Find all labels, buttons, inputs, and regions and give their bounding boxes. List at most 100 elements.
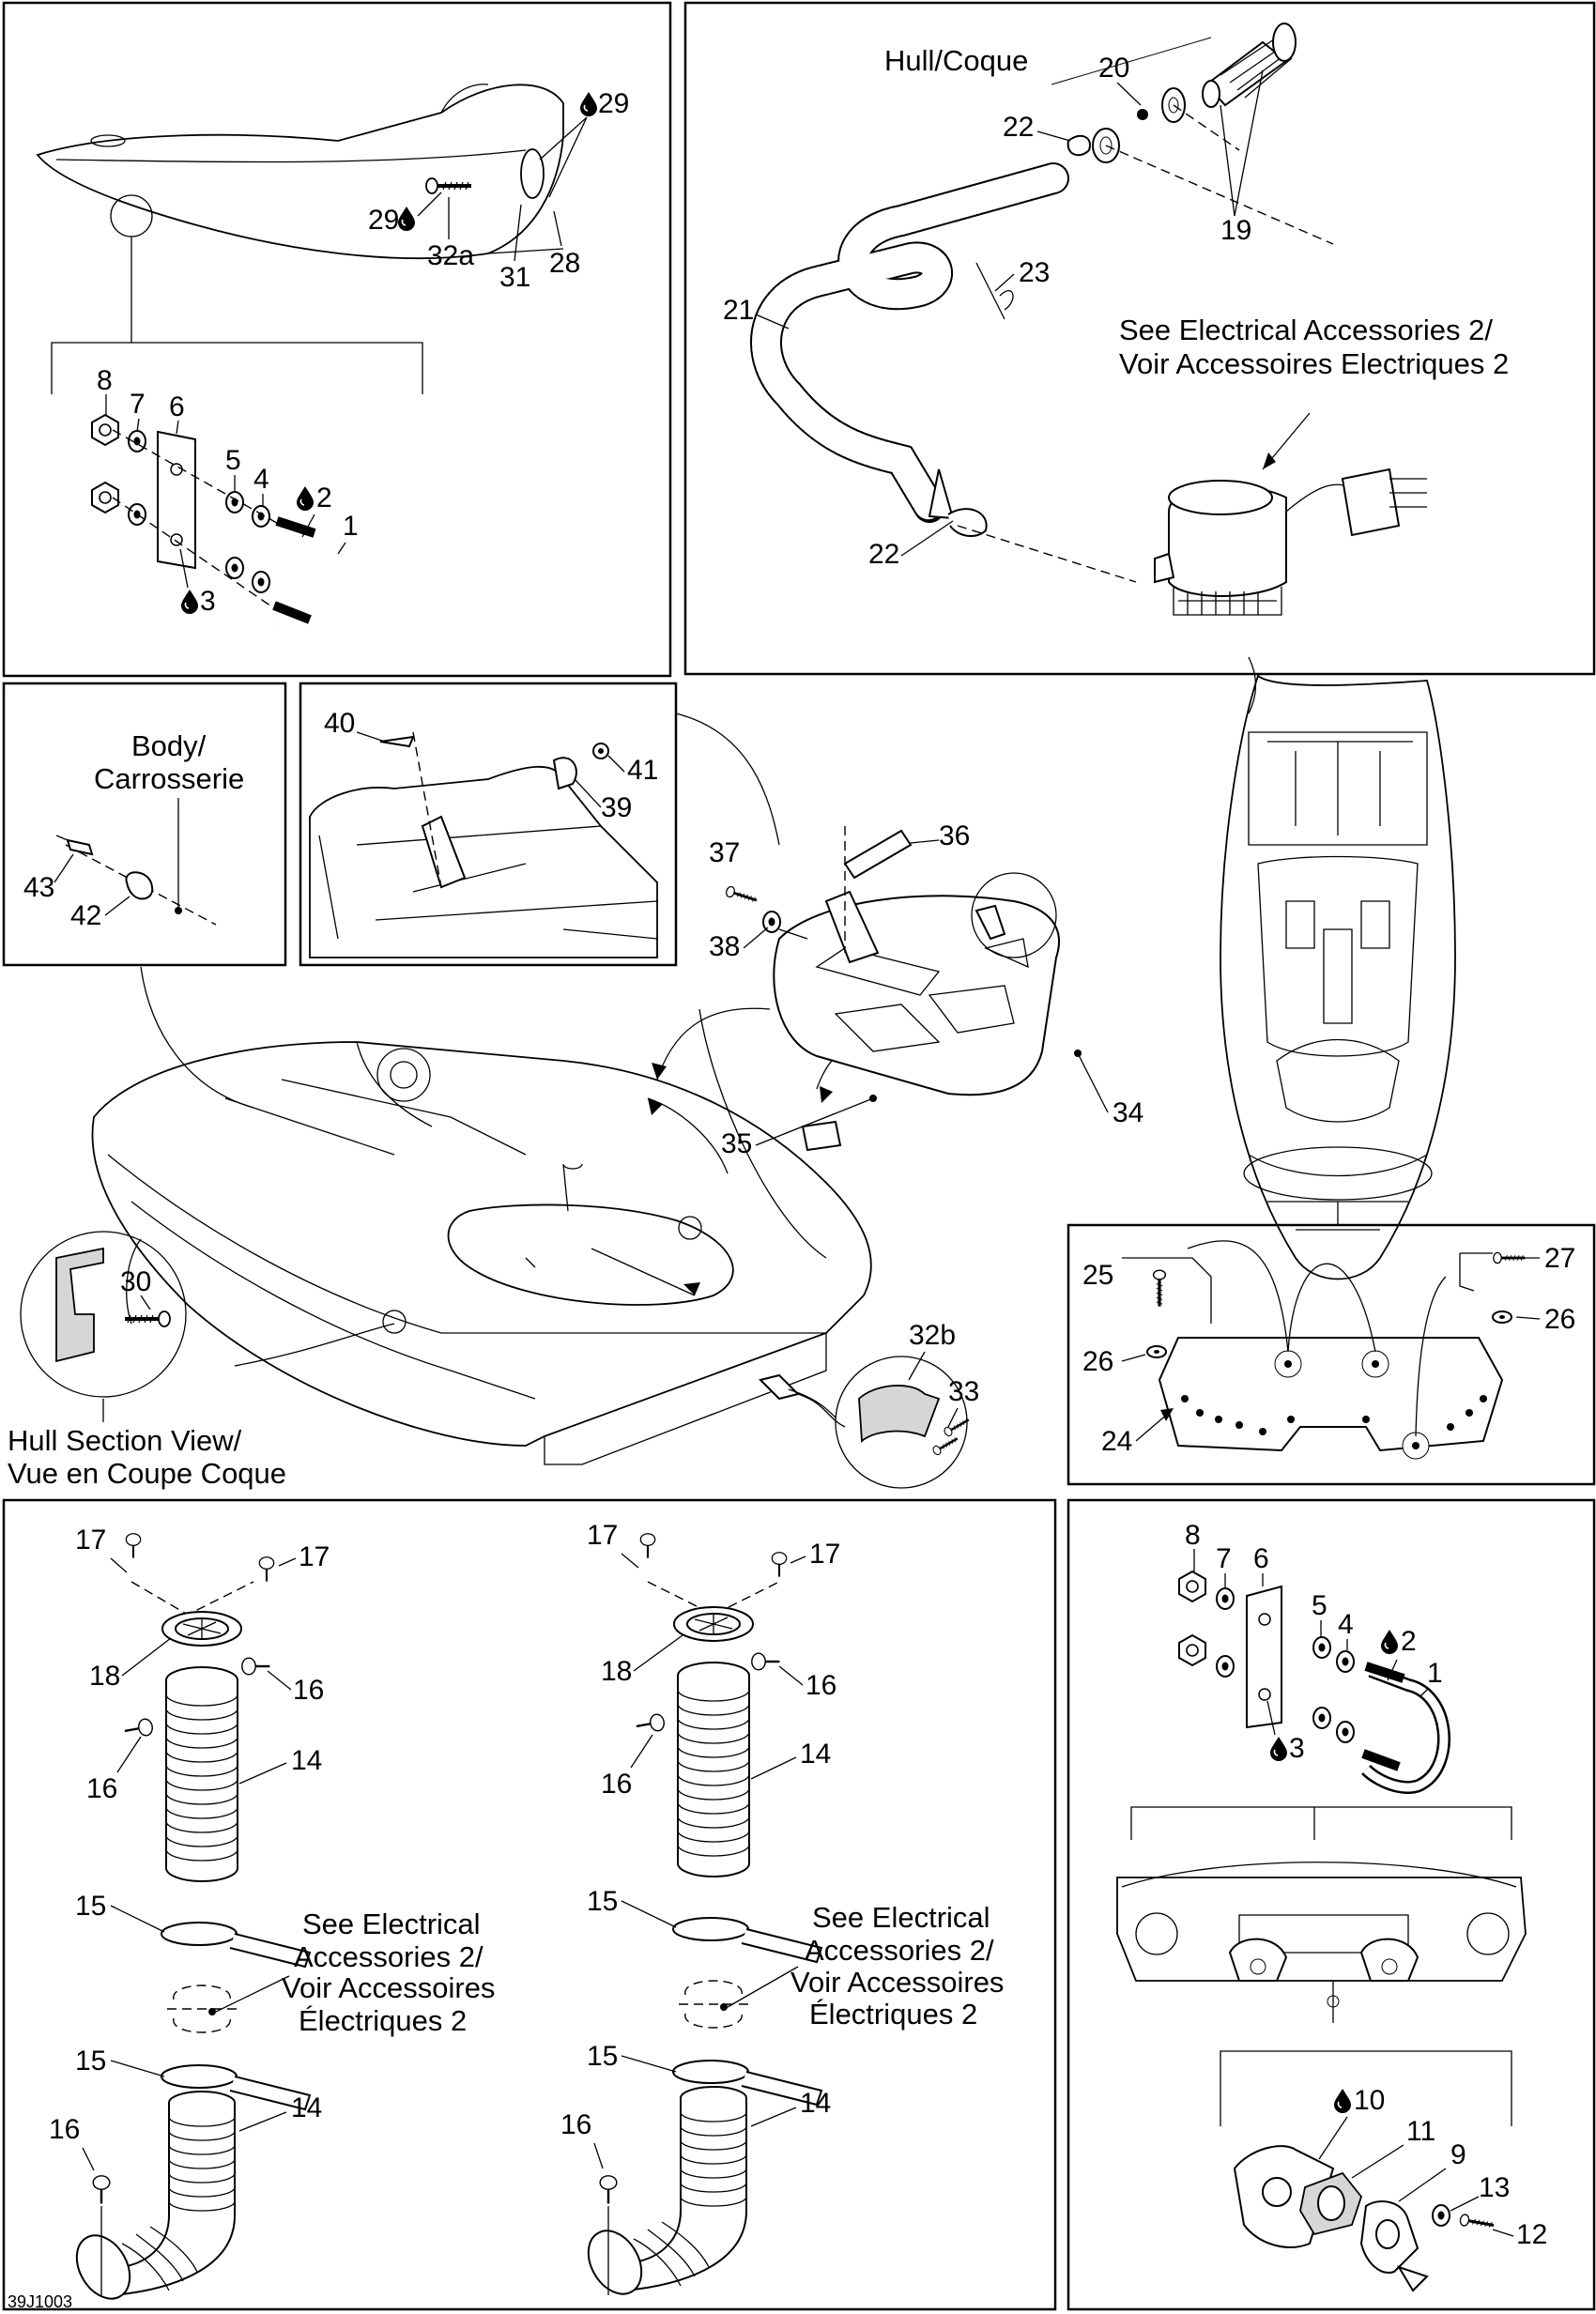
callout-11: 11 (1406, 2116, 1435, 2147)
callout-26-right: 26 (1544, 1304, 1575, 1335)
callout-42: 42 (70, 900, 101, 931)
callout-29-left: 29 (368, 205, 399, 236)
body-label: Body/ (131, 729, 207, 762)
callout-6: 6 (169, 391, 185, 422)
callout-16-l3: 16 (49, 2114, 80, 2145)
see-electrical-label-2: Voir Accessoires Electriques 2 (1119, 347, 1509, 380)
callout-20: 20 (1098, 53, 1129, 84)
callout-14-l2: 14 (291, 2092, 322, 2123)
callout-17-r1: 17 (587, 1520, 618, 1551)
main-boat-view (91, 1032, 874, 1465)
callout-3: 3 (200, 586, 216, 617)
callout-32b: 32b (909, 1320, 956, 1351)
see-elec-a3-left: Voir Accessoires (282, 1971, 495, 2004)
callout-26-left: 26 (1082, 1346, 1113, 1377)
panel-step-plate (1067, 1223, 1596, 1486)
deck-inset-parts: 40 41 39 (309, 708, 658, 958)
clip-detail: 32b 33 (788, 1320, 979, 1489)
callout-16-l2: 16 (86, 1773, 117, 1804)
callout-29-top: 29 (598, 88, 629, 119)
callout-2: 2 (316, 483, 332, 513)
callout-39: 39 (601, 792, 632, 823)
callout-10: 10 (1354, 2085, 1385, 2116)
callout-15-r2: 15 (587, 2041, 618, 2072)
figure-code: 39J1003 (8, 2292, 72, 2311)
callout-41: 41 (627, 755, 658, 786)
callout-32a: 32a (427, 240, 474, 271)
callout-9: 9 (1450, 2139, 1466, 2170)
see-elec-a3-right: Voir Accessoires (790, 1966, 1004, 1999)
callout-5: 5 (225, 445, 241, 476)
panel-deck-inset (299, 682, 678, 967)
hull-coque-label: Hull/Coque (884, 44, 1028, 77)
step-plate-panel: 25 26 24 27 26 (1082, 1240, 1575, 1460)
callout-4: 4 (253, 464, 269, 495)
callout-36: 36 (939, 820, 970, 851)
callout-34: 34 (1113, 1097, 1143, 1128)
panel-drain-tubes (2, 1498, 1057, 2311)
callout-17-l1: 17 (75, 1525, 106, 1555)
callout-21: 21 (723, 295, 754, 326)
callout-25: 25 (1082, 1260, 1113, 1291)
callout-5-r: 5 (1312, 1590, 1327, 1621)
hull-section-label-1: Hull Section View/ (8, 1424, 242, 1457)
callout-38: 38 (709, 931, 740, 962)
callout-6-r: 6 (1253, 1543, 1269, 1574)
carrosserie-label: Carrosserie (94, 762, 244, 795)
callout-27: 27 (1544, 1243, 1575, 1274)
hull-section-view: Hull Section View/ Vue en Coupe Coque 30 (8, 1231, 286, 1490)
callout-35: 35 (721, 1128, 752, 1159)
callouts-top-left: 8 7 6 5 4 2 1 3 29 29 32a 31 28 (97, 88, 629, 617)
drain-tube-left: 17 17 18 16 16 14 15 See Electrical Acce… (49, 1525, 495, 2300)
callout-7-r: 7 (1216, 1543, 1232, 1574)
callout-12: 12 (1516, 2219, 1547, 2250)
panel-top-left (2, 1, 672, 678)
bilge-hose-assembly (750, 23, 1427, 616)
callout-23: 23 (1019, 257, 1050, 288)
drain-tube-right: 17 17 18 16 16 14 15 See Electrical Acce… (560, 1520, 1004, 2295)
callout-19: 19 (1220, 215, 1251, 246)
callout-18-l: 18 (89, 1661, 120, 1692)
see-elec-a2-right: Accessories 2/ (805, 1934, 994, 1967)
callout-43: 43 (23, 872, 54, 903)
callout-16-l1: 16 (293, 1675, 324, 1706)
callout-13: 13 (1479, 2172, 1510, 2203)
callout-15-l1: 15 (75, 1891, 106, 1922)
callout-16-r3: 16 (560, 2109, 591, 2140)
see-elec-a1-right: See Electrical (812, 1901, 990, 1934)
callout-28: 28 (549, 248, 580, 279)
callout-37: 37 (709, 837, 740, 868)
stern-view (1116, 1862, 1527, 2023)
callout-40: 40 (324, 708, 355, 739)
panel-body-inset (2, 682, 287, 967)
callout-31: 31 (499, 262, 530, 293)
callout-3-r: 3 (1289, 1733, 1305, 1764)
callouts-top-right: Hull/Coque 20 22 19 23 21 See Electrical… (723, 44, 1509, 570)
panel-top-right (683, 1, 1596, 676)
panel-rear-tie-down (1067, 1498, 1596, 2311)
callout-1-r: 1 (1427, 1658, 1443, 1689)
callout-22-top: 22 (1003, 112, 1034, 143)
callout-24: 24 (1101, 1426, 1132, 1457)
callout-33: 33 (948, 1376, 979, 1407)
see-elec-a4-left: Électriques 2 (299, 2004, 467, 2037)
hull-section-label-2: Vue en Coupe Coque (8, 1457, 286, 1490)
callout-4-r: 4 (1338, 1609, 1354, 1640)
see-elec-a4-right: Électriques 2 (809, 1998, 977, 2030)
callout-16-r1: 16 (806, 1670, 836, 1701)
tie-down-eye-top (91, 414, 360, 647)
drain-plug-detail: 10 11 9 13 12 (1220, 2050, 1547, 2292)
callout-14-l1: 14 (291, 1745, 322, 1776)
see-elec-a1-left: See Electrical (302, 1908, 481, 1940)
callout-14-r2: 14 (800, 2088, 831, 2119)
see-elec-a2-left: Accessories 2/ (294, 1940, 483, 1973)
callout-17-l2: 17 (299, 1541, 330, 1572)
callout-15-r1: 15 (587, 1886, 618, 1917)
callout-14-r1: 14 (800, 1739, 831, 1770)
see-electrical-label-1: See Electrical Accessories 2/ (1119, 314, 1493, 346)
step-plate: 36 37 38 34 35 (652, 820, 1143, 1159)
callout-2-r: 2 (1401, 1626, 1417, 1657)
callout-8: 8 (97, 365, 113, 396)
top-down-boat-view (1220, 656, 1456, 1280)
